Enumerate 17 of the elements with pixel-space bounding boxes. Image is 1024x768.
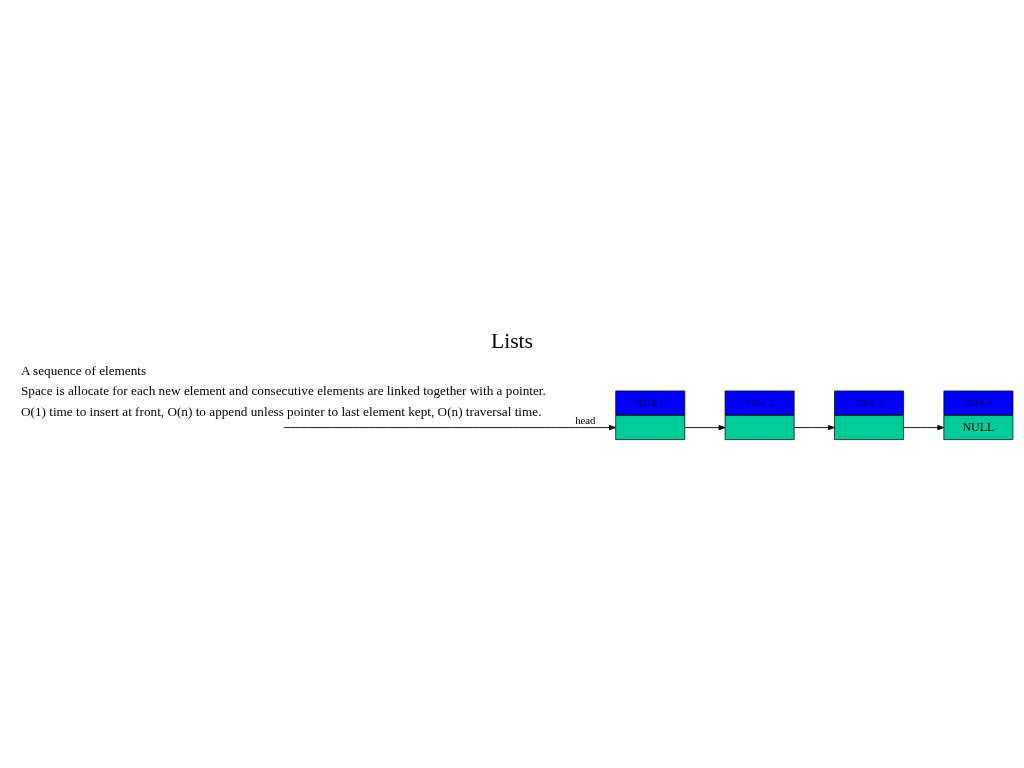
node-box — [834, 415, 904, 440]
arrow — [903, 425, 945, 431]
label: A sequence of elements — [20, 363, 147, 379]
arrow — [793, 425, 835, 431]
node-box — [724, 415, 795, 440]
label: Space is allocate for each new element and consecutive elements are linked together with a pointer. — [20, 383, 546, 399]
arrow — [283, 425, 616, 431]
node-box — [615, 415, 686, 440]
node-box: NULL — [943, 415, 1014, 440]
node-box: data 4 — [943, 390, 1014, 416]
edge-label: head — [575, 414, 596, 427]
diagram-title: Lists — [490, 329, 534, 354]
arrow — [684, 425, 726, 431]
node-box: data 3 — [834, 390, 904, 416]
node-box: data 2 — [724, 390, 795, 416]
label: O(1) time to insert at front, O(n) to append unless pointer to last element kept, O(n) traversal time. — [20, 403, 542, 419]
node-box: data 1 — [615, 390, 686, 416]
